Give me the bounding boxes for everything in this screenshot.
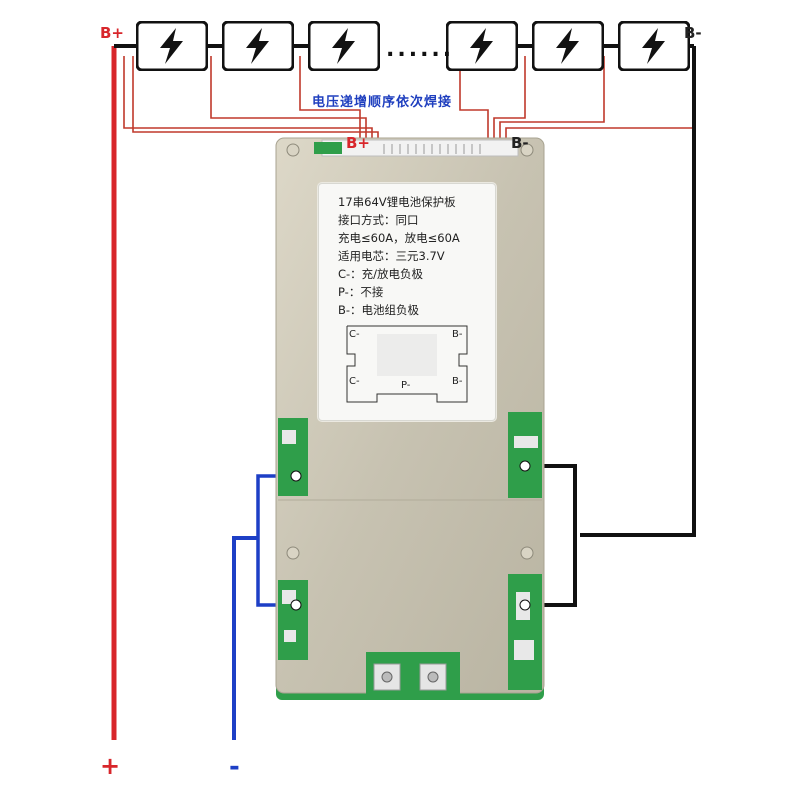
port-outline xyxy=(346,325,468,403)
spec-line-3: 充电≤60A，放电≤60A xyxy=(338,231,460,245)
port-c-top: C- xyxy=(349,329,360,340)
cell-6 xyxy=(618,21,690,71)
board-b-plus-label: B+ xyxy=(346,134,371,152)
cell-2 xyxy=(222,21,294,71)
cell-4 xyxy=(446,21,518,71)
spec-line-5: C-：充/放电负极 xyxy=(338,267,424,281)
port-p-bottom: P- xyxy=(401,380,411,391)
cell-3 xyxy=(308,21,380,71)
cell-1 xyxy=(136,21,208,71)
soldering-instruction: 电压递增顺序依次焊接 xyxy=(312,95,453,110)
spec-line-6: P-：不接 xyxy=(338,285,384,299)
cell-ellipsis: ...... xyxy=(386,37,455,62)
battery-positive-label: B+ xyxy=(100,24,125,42)
board-b-minus-label: B- xyxy=(511,134,529,152)
battery-negative-wire xyxy=(580,46,696,537)
port-c-bottom: C- xyxy=(349,376,360,387)
output-positive-sign: + xyxy=(100,752,121,780)
spec-label-card: 17串64V锂电池保护板 接口方式：同口 充电≤60A，放电≤60A 适用电芯：… xyxy=(318,183,496,421)
port-b-bottom: B- xyxy=(452,376,463,387)
spec-line-4: 适用电芯：三元3.7V xyxy=(338,249,445,263)
spec-line-1: 17串64V锂电池保护板 xyxy=(338,195,456,209)
spec-line-7: B-：电池组负极 xyxy=(338,303,420,317)
output-negative-sign: - xyxy=(229,752,240,782)
battery-negative-label: B- xyxy=(684,24,702,42)
b-minus-connections xyxy=(525,464,577,607)
cell-5 xyxy=(532,21,604,71)
port-b-top: B- xyxy=(452,329,463,340)
spec-line-2: 接口方式：同口 xyxy=(338,213,419,227)
